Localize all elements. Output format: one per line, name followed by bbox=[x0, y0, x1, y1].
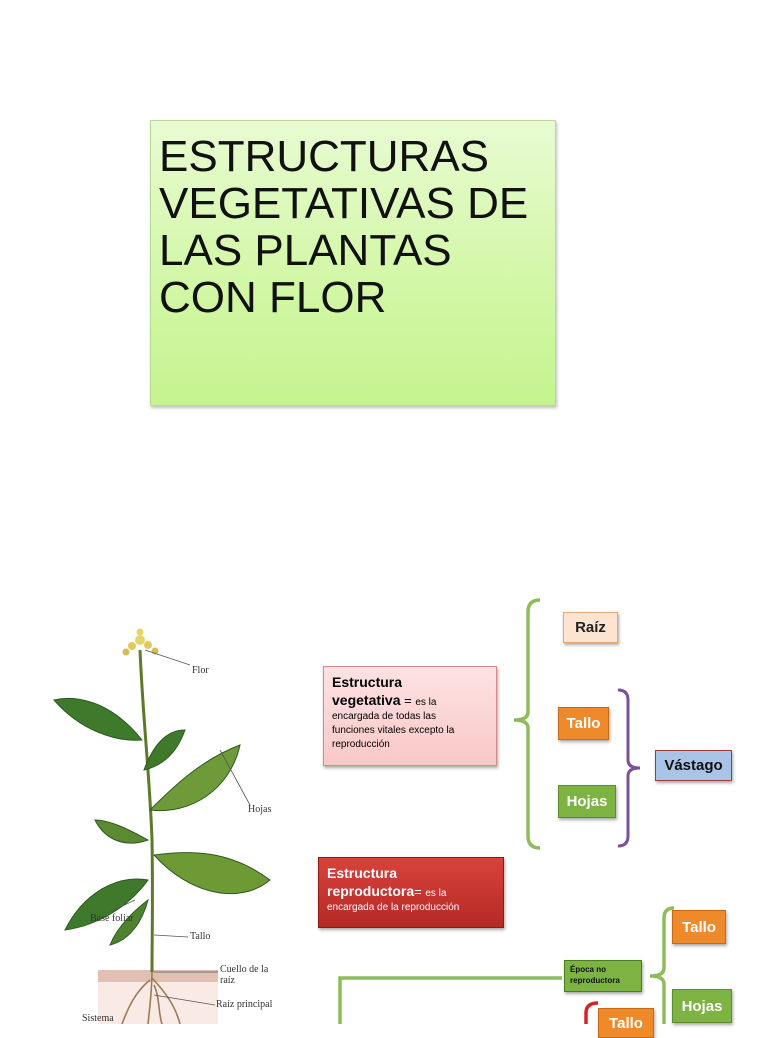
plant-illustration: Flor Hojas Base foliar Tallo Cuello de l… bbox=[40, 600, 300, 1025]
title-line-4: CON FLOR bbox=[159, 273, 387, 322]
node-hojas-b: Hojas bbox=[672, 989, 732, 1023]
purple-bracket bbox=[617, 688, 641, 848]
reproductive-desc-2: encargada de la reproducción bbox=[327, 902, 460, 913]
stem bbox=[138, 649, 154, 973]
title-line-2: VEGETATIVAS DE bbox=[159, 179, 529, 228]
green-bracket-main bbox=[513, 598, 541, 850]
title-line-1: ESTRUCTURAS bbox=[159, 132, 490, 181]
reproductive-desc-1: es la bbox=[425, 888, 447, 899]
title-line-3: LAS PLANTAS bbox=[159, 226, 452, 275]
node-tallo-c: Tallo bbox=[598, 1008, 654, 1038]
node-tallo-b: Tallo bbox=[672, 910, 726, 944]
epoca-line-2: reproductora bbox=[570, 976, 620, 985]
node-vastago: Vástago bbox=[655, 750, 732, 781]
label-sistema: Sistema bbox=[82, 1013, 114, 1024]
label-flor: Flor bbox=[192, 665, 209, 676]
vegetative-desc-4: reproducción bbox=[332, 739, 390, 750]
reproductive-heading-1: Estructura bbox=[327, 865, 398, 881]
vegetative-heading-1: Estructura bbox=[332, 674, 403, 690]
reproductive-structure-box: Estructura reproductora= es la encargada… bbox=[318, 857, 504, 928]
vegetative-heading-2: vegetativa bbox=[332, 692, 401, 708]
connector-epoca bbox=[338, 976, 562, 1024]
vegetative-desc-2: encargada de todas las bbox=[332, 711, 436, 722]
roots bbox=[121, 969, 181, 1025]
callout-lines bbox=[109, 649, 251, 1006]
green-bracket-lower bbox=[649, 906, 675, 1024]
node-epoca-no-reproductora: Época no reproductora bbox=[564, 960, 642, 992]
reproductive-heading-2: reproductora bbox=[327, 883, 415, 899]
title-box: ESTRUCTURAS VEGETATIVAS DE LAS PLANTAS C… bbox=[150, 120, 556, 406]
node-raiz: Raíz bbox=[563, 612, 618, 643]
epoca-line-1: Época no bbox=[570, 965, 607, 974]
vegetative-desc-3: funciones vitales excepto la bbox=[332, 725, 455, 736]
vegetative-structure-box: Estructura vegetativa = es la encargada … bbox=[323, 666, 497, 766]
soil-line bbox=[98, 970, 218, 982]
label-base-foliar: Base foliar bbox=[90, 913, 134, 924]
node-hojas: Hojas bbox=[558, 785, 616, 818]
leaves bbox=[53, 697, 271, 946]
node-tallo: Tallo bbox=[558, 707, 609, 740]
red-bracket bbox=[584, 1001, 599, 1024]
vegetative-equals: = bbox=[400, 693, 416, 708]
label-hojas: Hojas bbox=[248, 804, 272, 815]
label-cuello-raiz-1: Cuello de la bbox=[220, 964, 269, 975]
vegetative-desc-1: es la bbox=[415, 697, 437, 708]
label-raiz-principal: Raíz principal bbox=[216, 999, 273, 1010]
reproductive-equals: = bbox=[414, 884, 426, 899]
label-tallo: Tallo bbox=[190, 931, 211, 942]
plant-drawing bbox=[53, 628, 271, 1025]
label-cuello-raiz-2: raíz bbox=[220, 975, 235, 986]
